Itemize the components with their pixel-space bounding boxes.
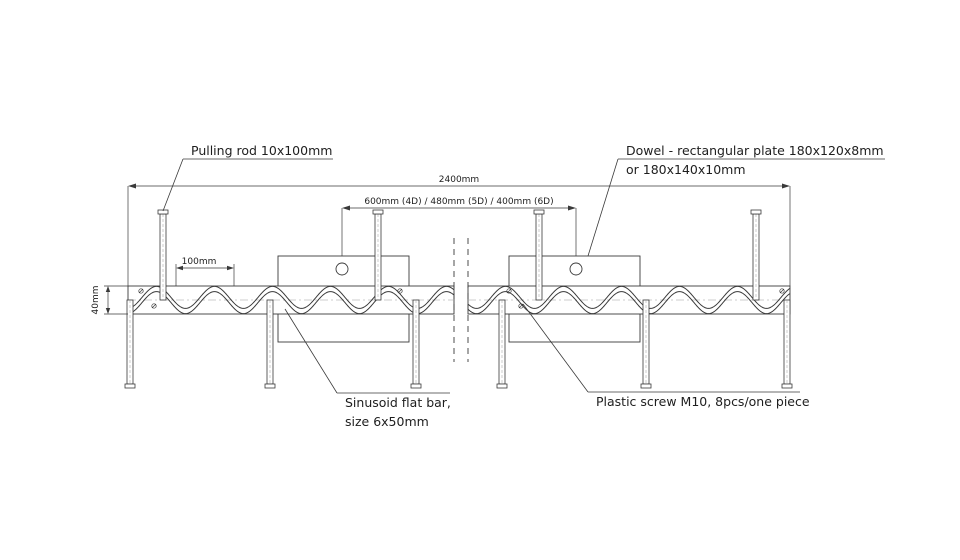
- callout-plastic-screw: Plastic screw M10, 8pcs/one piece: [522, 303, 810, 409]
- pulling-rod: [640, 299, 652, 389]
- pulling-rod: [496, 299, 508, 389]
- pulling-rod: [372, 209, 384, 301]
- dimension-bar-height: 40mm: [91, 286, 128, 315]
- dowel-spacing-label: 600mm (4D) / 480mm (5D) / 400mm (6D): [364, 197, 553, 207]
- pulling-rod: [410, 299, 422, 389]
- plastic-screw-marker: [518, 303, 524, 309]
- dowel-label-line2: or 180x140x10mm: [626, 162, 746, 177]
- plastic-screw-marker: [397, 288, 403, 294]
- dowel-hole-left: [335, 262, 349, 276]
- pulling-rod: [264, 299, 276, 389]
- flat-bar-left: [127, 285, 455, 315]
- callout-sinusoid: Sinusoid flat bar, size 6x50mm: [284, 308, 451, 429]
- pulling-rod-label: Pulling rod 10x100mm: [191, 143, 332, 158]
- dimension-overall: 2400mm: [127, 175, 791, 286]
- sinusoid-wave-right: [467, 291, 791, 315]
- callout-dowel: Dowel - rectangular plate 180x120x8mm or…: [587, 143, 885, 257]
- plastic-screws: [138, 288, 785, 309]
- plastic-screw-marker: [151, 303, 157, 309]
- bar-height-label: 40mm: [91, 286, 101, 315]
- pulling-rod: [750, 209, 762, 301]
- sinusoid-flat-bar: [127, 285, 791, 315]
- sinusoid-label-line2: size 6x50mm: [345, 414, 429, 429]
- pulling-rod: [124, 299, 136, 389]
- pulling-rod: [533, 209, 545, 301]
- dimension-dowel-spacing: 600mm (4D) / 480mm (5D) / 400mm (6D): [341, 197, 577, 256]
- plastic-screw-marker: [138, 288, 144, 294]
- dowel-hole-right: [569, 262, 583, 276]
- plastic-screw-marker: [779, 288, 785, 294]
- sinusoid-wave-left: [127, 291, 455, 315]
- callout-pulling-rod: Pulling rod 10x100mm: [162, 143, 333, 212]
- overall-length-label: 2400mm: [439, 175, 479, 185]
- dimension-wave-pitch: 100mm: [175, 257, 235, 286]
- sinusoid-wave-right: [467, 285, 791, 309]
- pulling-rod: [781, 299, 793, 389]
- plastic-screw-marker: [506, 288, 512, 294]
- dowel-label-line1: Dowel - rectangular plate 180x120x8mm: [626, 143, 884, 158]
- sinusoid-label-line1: Sinusoid flat bar,: [345, 395, 451, 410]
- plastic-screw-label: Plastic screw M10, 8pcs/one piece: [596, 394, 810, 409]
- wave-pitch-label: 100mm: [182, 257, 217, 267]
- pulling-rods: [124, 209, 793, 389]
- break-lines: [453, 238, 469, 362]
